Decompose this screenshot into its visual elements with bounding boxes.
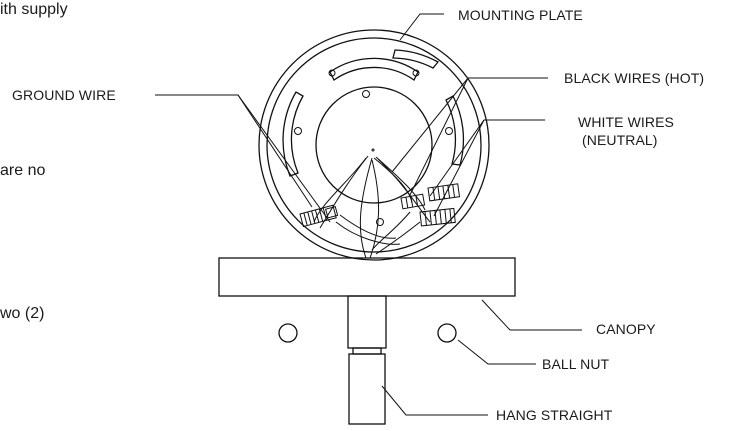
label-canopy: CANOPY	[596, 321, 656, 337]
label-black-wires: BLACK WIRES (HOT)	[564, 70, 705, 86]
margin-fragment-are-no: are no	[0, 162, 46, 179]
label-ground-wire: GROUND WIRE	[12, 87, 116, 103]
wire-nuts	[299, 183, 461, 228]
margin-fragment-supply: ith supply	[0, 1, 68, 18]
label-white-wires-neutral: (NEUTRAL)	[582, 132, 658, 148]
leader-lines	[155, 13, 582, 416]
ball-nuts	[278, 323, 457, 343]
label-ball-nut: BALL NUT	[542, 356, 610, 372]
margin-fragment-two: wo (2)	[0, 305, 45, 322]
downrod	[347, 295, 387, 425]
label-hang-straight: HANG STRAIGHT	[496, 407, 613, 423]
mounting-plate	[258, 29, 490, 261]
canopy	[218, 257, 516, 297]
label-white-wires: WHITE WIRES	[578, 114, 674, 130]
label-mounting-plate: MOUNTING PLATE	[458, 7, 583, 23]
